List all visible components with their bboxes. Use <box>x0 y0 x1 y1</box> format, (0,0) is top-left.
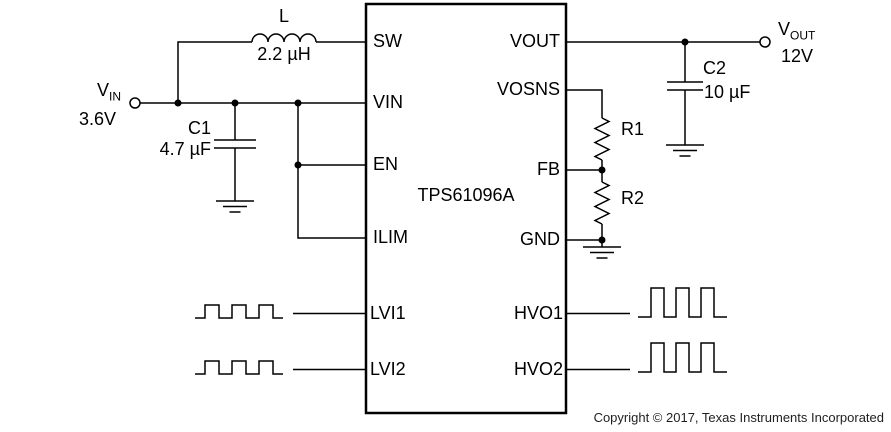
vin-subscript: IN <box>109 89 122 104</box>
vout-voltage-value: 12V <box>781 46 814 66</box>
resistor-r1-symbol <box>593 117 611 161</box>
junction-dot <box>598 166 606 174</box>
vin-terminal <box>129 97 141 109</box>
inductor-designator: L <box>278 6 289 26</box>
pin-label-hvo1: HVO1 <box>513 303 563 323</box>
c2-designator: C2 <box>703 58 727 78</box>
r2-designator: R2 <box>621 188 645 208</box>
c2-value: 10 µF <box>704 82 751 102</box>
junction-dot <box>598 236 606 244</box>
lvi1-waveform-icon <box>195 304 283 319</box>
vout-subscript: OUT <box>790 28 816 43</box>
junction-dot <box>174 99 182 107</box>
ic-part-number: TPS61096A <box>417 185 515 205</box>
wire-vin-rail <box>129 97 366 109</box>
lvi1-input <box>195 304 366 319</box>
ground-symbol <box>583 246 621 259</box>
hvo1-waveform-icon <box>638 287 727 318</box>
wire-vout-rail <box>566 36 771 48</box>
c1-value: 4.7 µF <box>159 139 211 159</box>
resistor-r2-symbol <box>593 181 611 225</box>
pin-label-lvi2: LVI2 <box>370 359 406 379</box>
hvo2-waveform-icon <box>638 342 727 373</box>
ground-symbol <box>666 144 704 157</box>
pin-label-lvi1: LVI1 <box>370 303 406 323</box>
feedback-divider <box>566 89 621 259</box>
inductor-symbol <box>251 33 317 43</box>
pin-label-vin: VIN <box>373 92 404 112</box>
junction-dot <box>294 161 302 169</box>
vout-symbol: V <box>778 19 791 39</box>
pin-label-fb: FB <box>536 159 560 179</box>
vin-terminal-label: VIN <box>97 81 121 103</box>
ground-symbol <box>216 200 254 213</box>
lvi2-waveform-icon <box>195 360 283 375</box>
capacitor-c1-symbol <box>214 103 256 213</box>
pin-label-vout: VOUT <box>509 31 560 51</box>
pin-label-ilim: ILIM <box>373 227 409 247</box>
r1-designator: R1 <box>621 119 645 139</box>
pin-label-vosns: VOSNS <box>496 79 560 99</box>
pin-label-gnd: GND <box>520 229 560 249</box>
pin-label-en: EN <box>373 154 399 174</box>
vout-terminal-label: VOUT <box>778 20 815 42</box>
wire-en-ilim <box>294 103 366 239</box>
lvi2-input <box>195 360 366 375</box>
vin-symbol: V <box>97 80 110 100</box>
hvo2-output <box>566 342 727 373</box>
hvo1-output <box>566 287 727 318</box>
wire-sw-net <box>177 33 366 103</box>
copyright-text: Copyright © 2017, Texas Instruments Inco… <box>593 410 884 425</box>
pin-label-sw: SW <box>373 31 402 51</box>
vout-terminal <box>759 36 771 48</box>
c1-designator: C1 <box>187 118 211 138</box>
pin-label-hvo2: HVO2 <box>513 359 563 379</box>
capacitor-c2-symbol <box>666 42 704 157</box>
ic-body <box>364 2 568 415</box>
inductor-value: 2.2 µH <box>257 44 311 64</box>
vin-voltage-value: 3.6V <box>79 109 117 129</box>
